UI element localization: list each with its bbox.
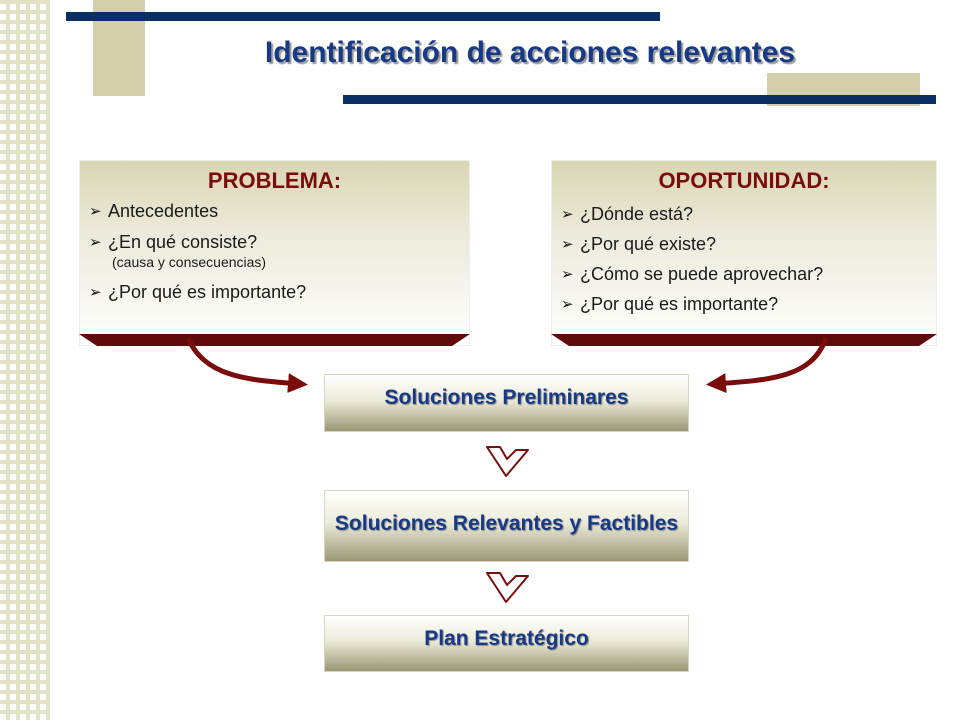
list-item: ➢ ¿Por qué existe? (561, 234, 931, 255)
oportunidad-panel: OPORTUNIDAD: ➢ ¿Dónde está? ➢ ¿Por qué e… (551, 160, 937, 346)
arrowhead-bullet-icon: ➢ (561, 206, 574, 223)
list-item-text: ¿En qué consiste? (108, 232, 258, 252)
curved-arrow-icon (706, 337, 829, 394)
arrowhead-bullet-icon: ➢ (89, 284, 102, 301)
list-item-text: ¿Por qué existe? (580, 234, 717, 254)
arrowhead-bullet-icon: ➢ (89, 234, 102, 251)
step-plan-estrategico: Plan Estratégico (324, 615, 689, 672)
list-item-text: ¿Cómo se puede aprovechar? (580, 264, 824, 284)
step-soluciones-relevantes: Soluciones Relevantes y Factibles (324, 490, 689, 562)
curved-arrow-icon (185, 336, 308, 394)
list-item: ➢ ¿En qué consiste? (causa y consecuenci… (89, 232, 464, 272)
arrowhead-bullet-icon: ➢ (561, 236, 574, 253)
chevron-down-outline-icon (486, 446, 529, 477)
list-item-text: ¿Por qué es importante? (580, 294, 779, 314)
panel-base (551, 334, 937, 346)
problema-panel: PROBLEMA: ➢ Antecedentes ➢ ¿En qué consi… (79, 160, 470, 346)
step-soluciones-preliminares: Soluciones Preliminares (324, 374, 689, 432)
navy-rule-top (66, 12, 660, 21)
oportunidad-title: OPORTUNIDAD: (658, 168, 830, 193)
list-item: ➢ ¿Por qué es importante? (89, 282, 464, 303)
list-item-text: Antecedentes (108, 201, 219, 221)
list-item-text: ¿Dónde está? (580, 204, 694, 224)
list-item: ➢ Antecedentes (89, 201, 464, 222)
panel-base (79, 334, 470, 346)
arrowhead-bullet-icon: ➢ (561, 296, 574, 313)
arrowhead-bullet-icon: ➢ (561, 266, 574, 283)
list-item-note: (causa y consecuencias) (112, 254, 267, 270)
list-item: ➢ ¿Por qué es importante? (561, 294, 931, 315)
list-item: ➢ ¿Dónde está? (561, 204, 931, 225)
slide-title: Identificación de acciones relevantes (264, 36, 796, 69)
oportunidad-list: ➢ ¿Dónde está? ➢ ¿Por qué existe? ➢ ¿Cóm… (561, 204, 931, 324)
list-item-text: ¿Por qué es importante? (108, 282, 307, 302)
navy-rule-bottom (343, 95, 936, 104)
striped-border (0, 0, 50, 720)
chevron-down-outline-icon (486, 572, 529, 603)
problema-title: PROBLEMA: (207, 168, 342, 193)
list-item: ➢ ¿Cómo se puede aprovechar? (561, 264, 931, 285)
problema-list: ➢ Antecedentes ➢ ¿En qué consiste? (caus… (89, 201, 464, 313)
arrowhead-bullet-icon: ➢ (89, 203, 102, 220)
